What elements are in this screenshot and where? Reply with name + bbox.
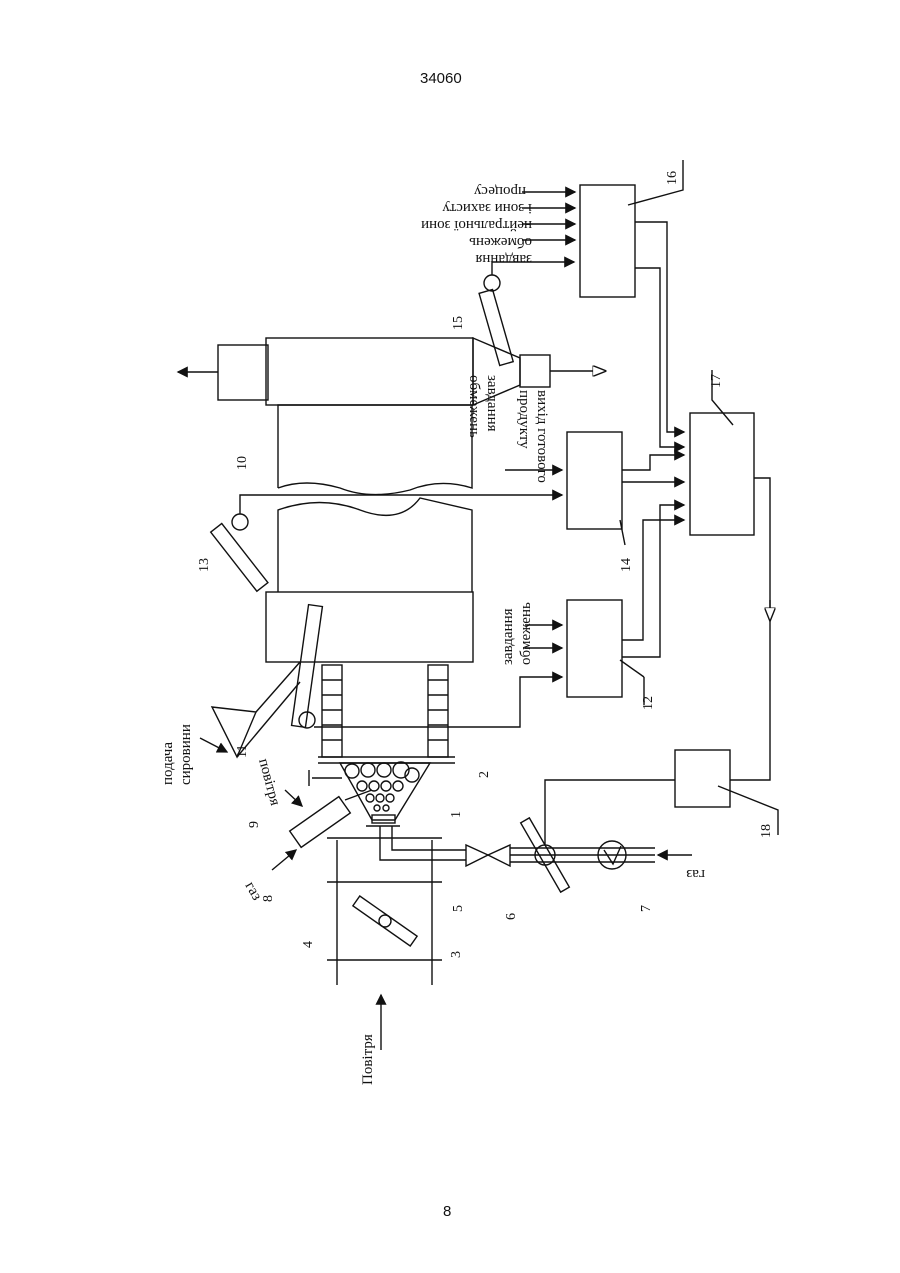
ref-13: 13 xyxy=(197,558,212,572)
ref-2: 2 xyxy=(477,771,492,778)
feed-arrow xyxy=(200,738,227,752)
ref-5: 5 xyxy=(451,905,466,912)
reference-numbers: 1 2 3 4 5 6 7 8 9 10 11 12 13 14 15 16 1… xyxy=(197,171,774,958)
controller-16 xyxy=(580,185,635,297)
ref-12: 12 xyxy=(641,696,656,710)
ref-11: 11 xyxy=(235,745,250,758)
combustion-chamber xyxy=(318,757,455,826)
gas-line-5 xyxy=(380,826,655,866)
label-task12-2: обмежень xyxy=(518,602,534,665)
sensor-13 xyxy=(211,514,268,591)
ref-7: 7 xyxy=(639,905,654,912)
controller-12 xyxy=(567,600,622,697)
ref-16: 16 xyxy=(665,171,680,185)
label-gas-right: газ xyxy=(686,866,705,882)
feed-hopper xyxy=(212,662,300,757)
controller-18 xyxy=(675,750,730,807)
brick-walls xyxy=(322,665,448,757)
label-feed-2: сировини xyxy=(178,724,194,785)
controller-14 xyxy=(567,432,622,529)
label-task16-5: процесу xyxy=(473,183,526,199)
label-feed-1: подача xyxy=(160,742,176,785)
label-task16-3: нейтральної зони xyxy=(421,217,532,233)
ref-9: 9 xyxy=(247,821,262,828)
ref-1: 1 xyxy=(449,811,464,818)
ref-3: 3 xyxy=(449,951,464,958)
label-product-2: продукту xyxy=(516,390,532,449)
ref-17: 17 xyxy=(709,374,724,388)
controller-17 xyxy=(690,413,754,535)
label-task16-2: обмежень xyxy=(469,234,532,250)
damper-4 xyxy=(353,896,417,946)
label-task14-2: обмежень xyxy=(466,375,482,438)
ref-14: 14 xyxy=(619,558,634,572)
ref-15: 15 xyxy=(451,316,466,330)
ref-10: 10 xyxy=(235,456,250,470)
air-side-arrow xyxy=(285,790,302,806)
ref-18: 18 xyxy=(759,824,774,838)
ref-6: 6 xyxy=(504,913,519,920)
label-task14-1: завдання xyxy=(484,375,500,432)
gas-arrow-left xyxy=(272,850,296,870)
label-air-side: повітря xyxy=(255,757,283,808)
label-task16-1: завдання xyxy=(475,251,532,267)
label-air-inlet: Повітря xyxy=(360,1034,376,1085)
label-product-1: вихід готового xyxy=(534,390,550,483)
label-task16-4: і зони захисту xyxy=(442,200,532,216)
ref-8: 8 xyxy=(261,895,276,902)
ref-4: 4 xyxy=(301,941,316,948)
sensor-15 xyxy=(479,275,513,365)
label-task12-1: завдання xyxy=(500,608,516,665)
